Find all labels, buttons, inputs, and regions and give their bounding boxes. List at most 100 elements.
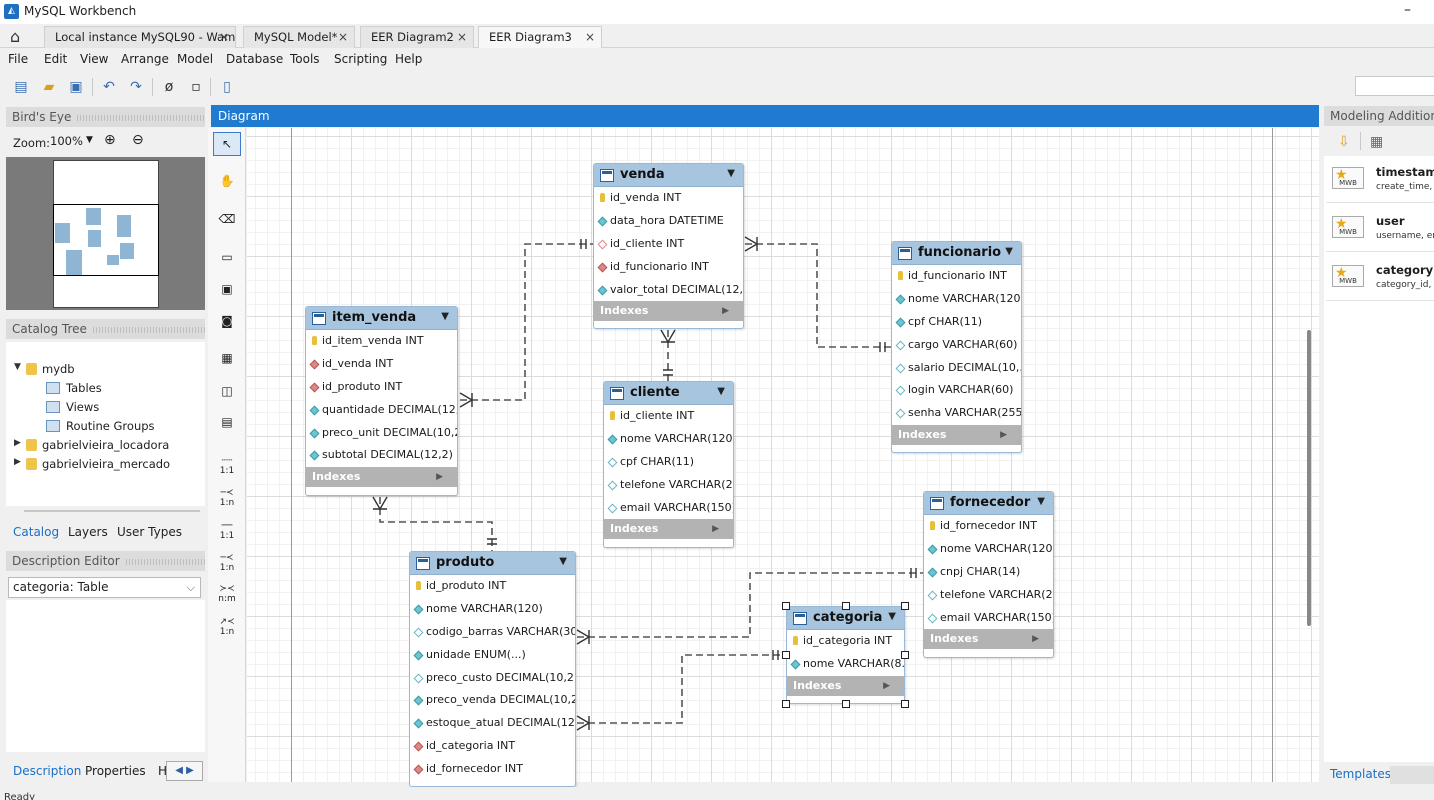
menu-file[interactable]: File: [8, 52, 29, 66]
column-row[interactable]: codigo_barras VARCHAR(30): [410, 621, 575, 644]
column-row[interactable]: nome VARCHAR(120): [892, 288, 1021, 311]
indexes-section[interactable]: Indexes▶: [306, 467, 457, 488]
column-row[interactable]: quantidade DECIMAL(12,...: [306, 399, 457, 422]
entity-header[interactable]: cliente▼: [604, 382, 733, 405]
column-row[interactable]: id_item_venda INT: [306, 330, 457, 353]
resize-handle[interactable]: [782, 651, 790, 659]
note-tool-icon[interactable]: ▣: [221, 282, 233, 296]
tab-description[interactable]: Description: [13, 764, 82, 778]
entity-produto[interactable]: produto▼ id_produto INT nome VARCHAR(120…: [409, 551, 576, 787]
menu-arrange[interactable]: Arrange: [121, 52, 169, 66]
indexes-section[interactable]: Indexes▶: [924, 629, 1053, 650]
entity-header[interactable]: categoria▼: [787, 607, 904, 630]
relationship-1-1-identifying-icon[interactable]: ──1:1: [219, 521, 235, 541]
column-row[interactable]: id_categoria INT: [787, 630, 904, 653]
collapse-arrow-icon[interactable]: ▶: [14, 438, 21, 448]
menu-scripting[interactable]: Scripting: [334, 52, 388, 66]
import-template-icon[interactable]: ⇩: [1338, 134, 1350, 150]
column-row[interactable]: id_cliente INT: [604, 405, 733, 428]
routine-group-tool-icon[interactable]: ▤: [221, 415, 233, 429]
tab-history[interactable]: H: [158, 764, 168, 778]
tree-item-views[interactable]: Views: [46, 400, 99, 414]
column-row[interactable]: nome VARCHAR(8...: [787, 653, 904, 676]
column-row[interactable]: cpf CHAR(11): [892, 311, 1021, 334]
tree-item-mydb[interactable]: ▼mydb: [14, 362, 75, 376]
menu-model[interactable]: Model: [177, 52, 214, 66]
column-row[interactable]: cnpj CHAR(14): [924, 561, 1053, 584]
pointer-tool-icon[interactable]: ↖: [213, 132, 241, 156]
entity-header[interactable]: funcionario▼: [892, 242, 1021, 265]
entity-venda[interactable]: venda▼ id_venda INT data_hora DATETIME i…: [593, 163, 744, 329]
tab-templates[interactable]: Templates: [1330, 767, 1392, 781]
save-icon[interactable]: ▣: [69, 79, 83, 95]
expand-arrow-icon[interactable]: ▶: [722, 306, 729, 317]
resize-handle[interactable]: [782, 700, 790, 708]
tree-item-routine-groups[interactable]: Routine Groups: [46, 419, 155, 433]
new-diagram-icon[interactable]: ▯: [223, 79, 231, 95]
indexes-section[interactable]: Indexes▶: [594, 301, 743, 322]
column-row[interactable]: nome VARCHAR(120): [410, 598, 575, 621]
resize-handle[interactable]: [901, 602, 909, 610]
menu-view[interactable]: View: [80, 52, 109, 66]
description-textarea[interactable]: [6, 600, 205, 752]
column-row[interactable]: nome VARCHAR(120): [604, 428, 733, 451]
column-row[interactable]: id_categoria INT: [410, 735, 575, 758]
column-row[interactable]: preco_venda DECIMAL(10,2): [410, 689, 575, 712]
close-icon[interactable]: ×: [584, 30, 595, 44]
entity-funcionario[interactable]: funcionario▼ id_funcionario INT nome VAR…: [891, 241, 1022, 453]
tab-eer-diagram2[interactable]: EER Diagram2×: [360, 26, 474, 48]
indexes-section[interactable]: Indexes▶: [892, 425, 1021, 446]
tree-scrollbar[interactable]: [24, 510, 200, 512]
birds-eye-viewport[interactable]: [53, 204, 159, 276]
close-icon[interactable]: ×: [456, 30, 467, 44]
tab-scroll-arrows-icon[interactable]: ◀ ▶: [166, 761, 203, 781]
column-row[interactable]: telefone VARCHAR(2...: [924, 584, 1053, 607]
tab-catalog[interactable]: Catalog: [13, 525, 60, 539]
collapse-toggle-icon[interactable]: ▼: [727, 168, 735, 179]
column-row[interactable]: id_fornecedor INT: [924, 515, 1053, 538]
zoom-in-icon[interactable]: ⊕: [104, 132, 116, 148]
entity-categoria[interactable]: categoria▼ id_categoria INT nome VARCHAR…: [786, 606, 905, 704]
column-row[interactable]: id_fornecedor INT: [410, 758, 575, 781]
relationship-1-1-icon[interactable]: ┄┄1:1: [219, 456, 235, 476]
entity-item-venda[interactable]: item_venda▼ id_item_venda INT id_venda I…: [305, 306, 458, 496]
zoom-value[interactable]: 100%: [50, 134, 83, 148]
indexes-section[interactable]: Indexes▶: [787, 675, 904, 696]
tab-mysql-model[interactable]: MySQL Model*×: [243, 26, 355, 48]
collapse-toggle-icon[interactable]: ▼: [888, 611, 896, 622]
column-row[interactable]: preco_unit DECIMAL(10,2): [306, 422, 457, 445]
entity-cliente[interactable]: cliente▼ id_cliente INT nome VARCHAR(120…: [603, 381, 734, 548]
entity-fornecedor[interactable]: fornecedor▼ id_fornecedor INT nome VARCH…: [923, 491, 1054, 658]
column-row[interactable]: id_produto INT: [306, 376, 457, 399]
search-input[interactable]: [1355, 76, 1434, 96]
hand-tool-icon[interactable]: ✋: [219, 174, 235, 188]
column-row[interactable]: id_produto INT: [410, 575, 575, 598]
eraser-tool-icon[interactable]: ⌫: [218, 212, 236, 226]
column-row[interactable]: id_funcionario INT: [892, 265, 1021, 288]
column-row[interactable]: estoque_atual DECIMAL(12,...: [410, 712, 575, 735]
menu-edit[interactable]: Edit: [44, 52, 68, 66]
collapse-toggle-icon[interactable]: ▼: [1005, 246, 1013, 257]
column-row[interactable]: cpf CHAR(11): [604, 451, 733, 474]
collapse-toggle-icon[interactable]: ▼: [1037, 496, 1045, 507]
toggle-grid-icon[interactable]: ø: [164, 79, 174, 95]
column-row[interactable]: email VARCHAR(150): [604, 497, 733, 520]
layer-tool-icon[interactable]: ▭: [221, 250, 233, 264]
zoom-dropdown-icon[interactable]: ▼: [86, 135, 93, 145]
resize-handle[interactable]: [901, 651, 909, 659]
table-template-icon[interactable]: ▦: [1370, 134, 1384, 150]
relationship-n-m-icon[interactable]: ≻≺n:m: [218, 584, 236, 604]
home-icon[interactable]: ⌂: [10, 27, 21, 46]
column-row[interactable]: nome VARCHAR(120): [924, 538, 1053, 561]
column-row[interactable]: data_hora DATETIME: [594, 210, 743, 233]
entity-header[interactable]: fornecedor▼: [924, 492, 1053, 515]
zoom-out-icon[interactable]: ⊖: [132, 132, 144, 148]
undo-icon[interactable]: ↶: [103, 79, 115, 95]
close-icon[interactable]: ×: [337, 30, 348, 44]
column-row[interactable]: id_funcionario INT: [594, 256, 743, 279]
menu-help[interactable]: Help: [395, 52, 423, 66]
resize-handle[interactable]: [842, 700, 850, 708]
expand-arrow-icon[interactable]: ▶: [883, 680, 890, 691]
